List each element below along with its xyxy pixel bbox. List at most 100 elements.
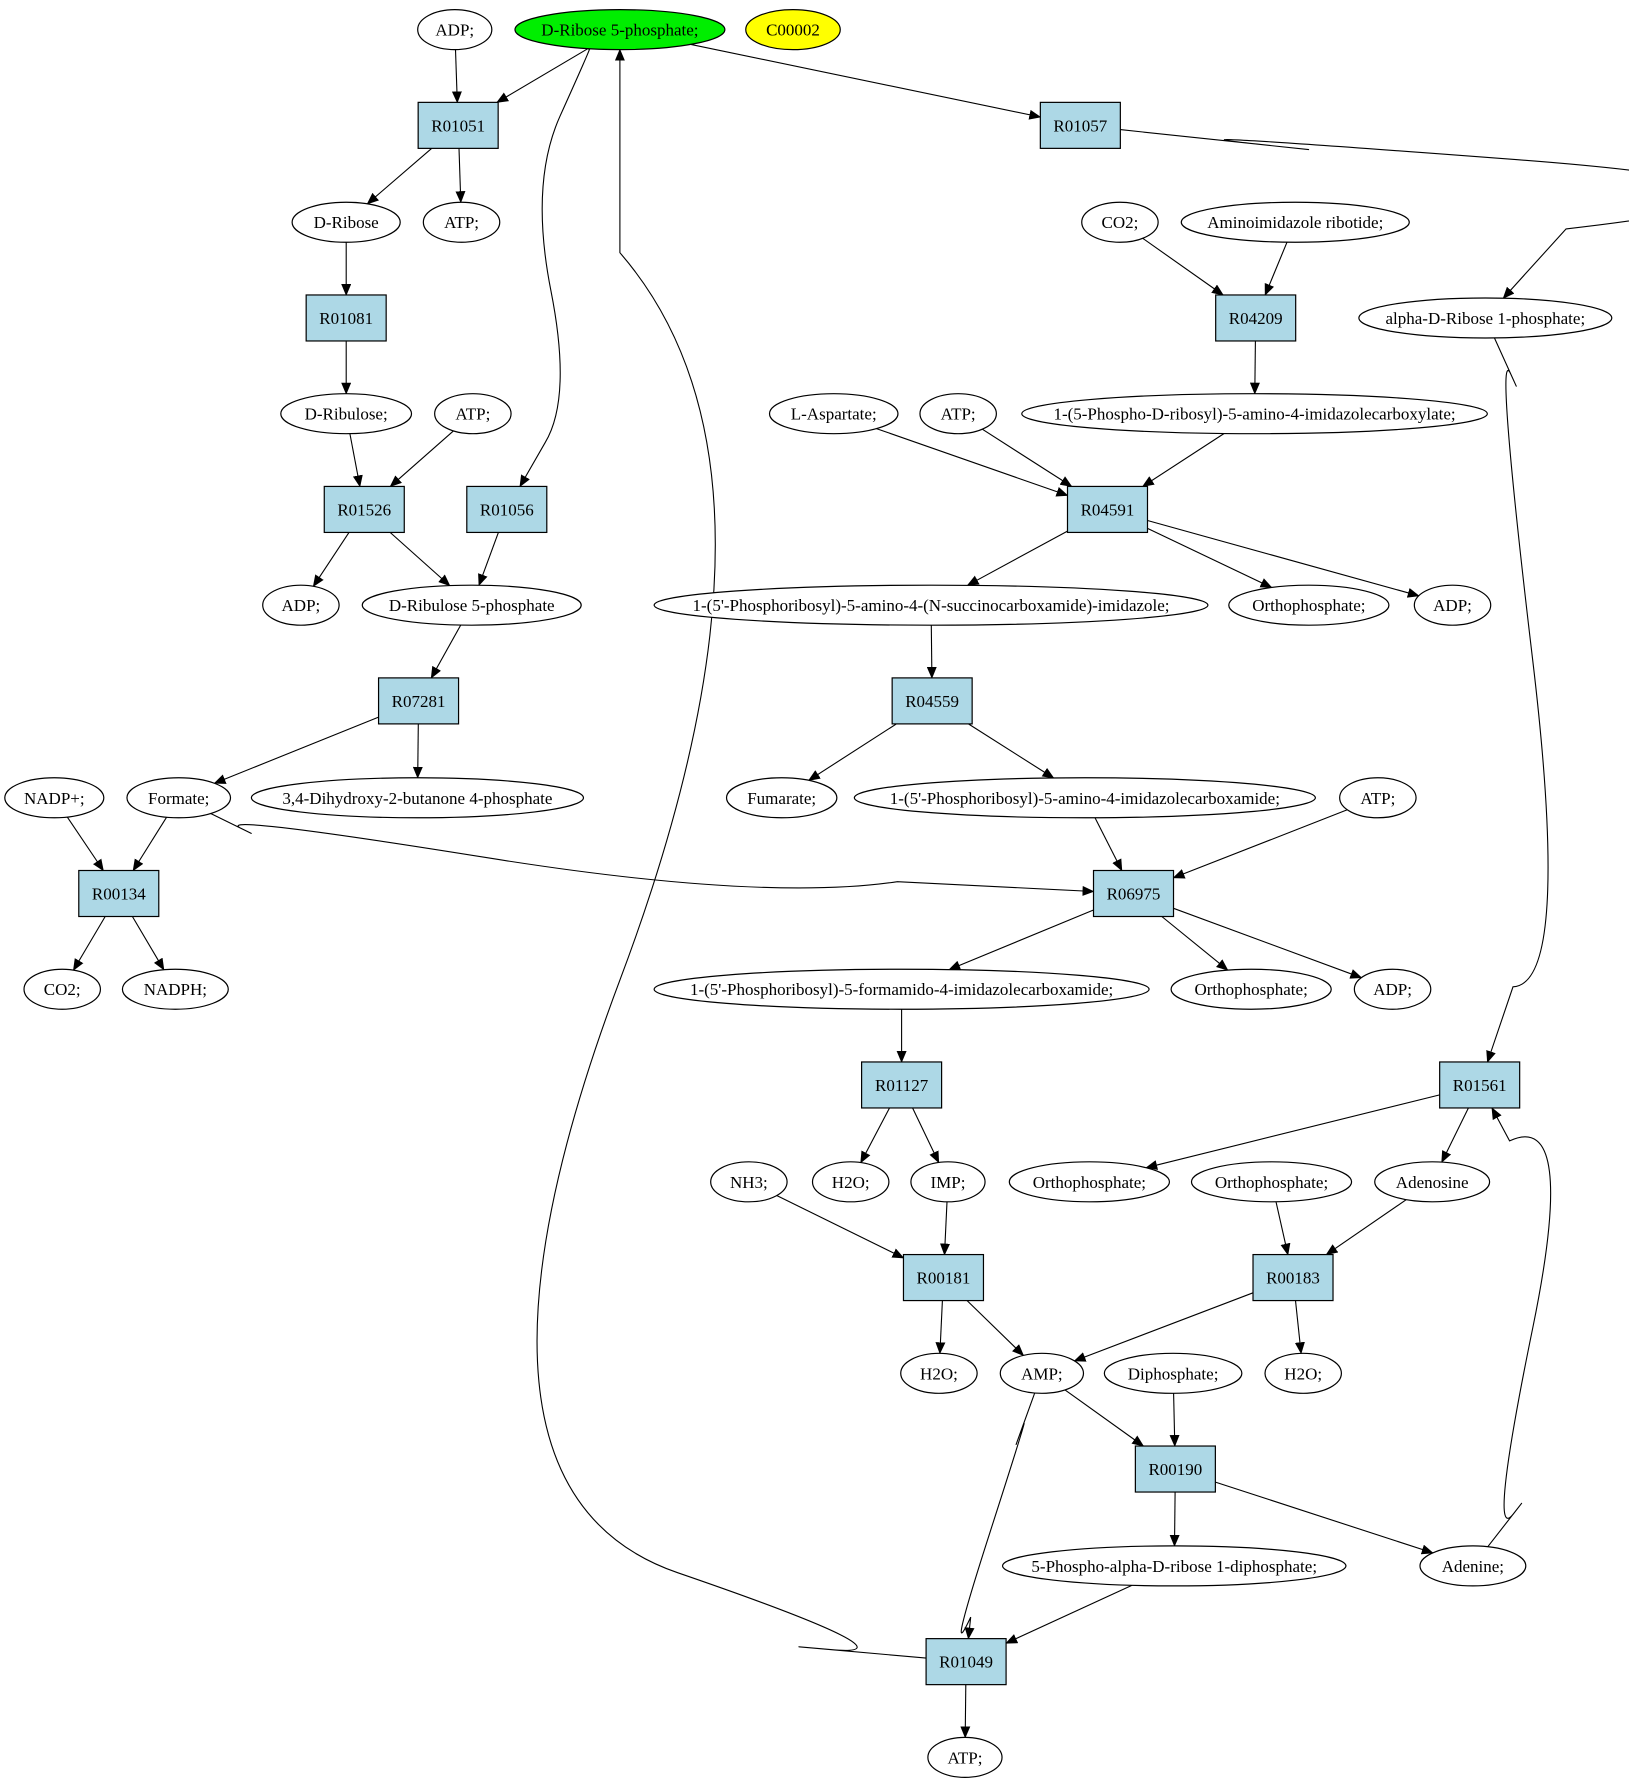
edge-r00181-to-c-amp — [966, 1300, 1025, 1357]
compound-node-fumarate[interactable]: Fumarate; — [725, 777, 838, 819]
compound-node-alpha-d-ribose-1-phosphate[interactable]: alpha-D-Ribose 1-phosphate; — [1358, 297, 1613, 339]
reaction-node-r04559[interactable]: R04559 — [891, 677, 973, 725]
compound-node-atp[interactable]: ATP; — [919, 393, 997, 435]
reaction-label: R06975 — [1107, 885, 1161, 904]
compound-ellipse — [422, 201, 501, 243]
reaction-node-r00183[interactable]: R00183 — [1252, 1253, 1334, 1302]
edge-c-dribulose-to-r01526 — [349, 433, 363, 488]
edge-r07281-to-c-dhbp — [412, 723, 423, 779]
reaction-node-r01056[interactable]: R01056 — [466, 485, 548, 534]
reaction-box — [1215, 294, 1297, 342]
compound-label: D-Ribulose 5-phosphate — [389, 596, 555, 615]
compound-node-co2[interactable]: CO2; — [1081, 201, 1159, 243]
compound-node-orthophosphate[interactable]: Orthophosphate; — [1228, 584, 1390, 626]
compound-label: ADP; — [435, 21, 474, 40]
compound-node-aminoimidazole-ribotide[interactable]: Aminoimidazole ribotide; — [1180, 201, 1410, 243]
compound-ellipse — [1190, 1161, 1353, 1203]
edge-c-nadp-to-r00134 — [66, 816, 104, 872]
compound-node-h2o[interactable]: H2O; — [900, 1352, 978, 1394]
reaction-node-r01526[interactable]: R01526 — [323, 485, 405, 534]
reaction-node-r04591[interactable]: R04591 — [1066, 485, 1149, 534]
compound-node-adenine[interactable]: Adenine; — [1419, 1545, 1527, 1587]
compound-label: D-Ribose 5-phosphate; — [541, 21, 698, 40]
edge-c-ppi-to-r00190 — [1169, 1393, 1180, 1447]
compound-node-adp[interactable]: ADP; — [1413, 584, 1492, 626]
compound-node-h2o[interactable]: H2O; — [811, 1161, 890, 1203]
compound-label: Fumarate; — [747, 789, 816, 808]
compound-node-atp[interactable]: ATP; — [434, 393, 512, 435]
edge-r04591-to-c-adp-3 — [1147, 519, 1420, 598]
compound-node-adp[interactable]: ADP; — [1353, 968, 1432, 1010]
compound-node-nadph[interactable]: NADPH; — [121, 968, 229, 1010]
compound-node-d-ribose-5-phosphate[interactable]: D-Ribose 5-phosphate; — [514, 9, 726, 51]
reaction-node-r01051[interactable]: R01051 — [417, 101, 499, 149]
compound-node-atp[interactable]: ATP; — [422, 201, 501, 243]
reaction-node-r01127[interactable]: R01127 — [861, 1061, 943, 1109]
compound-node-c00002[interactable]: C00002 — [745, 9, 841, 51]
reaction-label: R00183 — [1266, 1269, 1320, 1288]
compound-ellipse — [900, 1352, 978, 1394]
compound-node-nadp[interactable]: NADP+; — [4, 777, 105, 819]
compound-node-h2o[interactable]: H2O; — [1264, 1352, 1343, 1394]
edge-r06975-to-c-pi-2 — [1161, 916, 1229, 971]
compound-node-3-4-dihydroxy-2-butanone-4-phosphate[interactable]: 3,4-Dihydroxy-2-butanone 4-phosphate — [250, 777, 585, 819]
compound-node-d-ribulose-5-phosphate[interactable]: D-Ribulose 5-phosphate — [361, 584, 582, 626]
reaction-node-r00134[interactable]: R00134 — [78, 869, 160, 918]
edge-r04209-to-c-cair — [1249, 340, 1260, 395]
compound-node-1-5-phosphoribosyl-5-amino-4-imidazoleca[interactable]: 1-(5'-Phosphoribosyl)-5-amino-4-imidazol… — [853, 777, 1316, 819]
compound-label: ADP; — [282, 596, 321, 615]
reaction-node-r01081[interactable]: R01081 — [305, 294, 387, 342]
reaction-node-r04209[interactable]: R04209 — [1215, 294, 1297, 342]
compound-node-amp[interactable]: AMP; — [999, 1352, 1085, 1394]
compound-node-formate[interactable]: Formate; — [126, 777, 232, 819]
compound-node-atp[interactable]: ATP; — [927, 1736, 1003, 1778]
compound-ellipse — [4, 777, 105, 819]
edge-r06975-to-c-faicar — [948, 909, 1094, 971]
compound-label: Orthophosphate; — [1194, 980, 1307, 999]
reaction-node-r00190[interactable]: R00190 — [1134, 1445, 1216, 1493]
reaction-node-r07281[interactable]: R07281 — [377, 677, 460, 725]
compound-label: 5-Phospho-alpha-D-ribose 1-diphosphate; — [1031, 1557, 1317, 1576]
edge-c-saicar-to-r04559 — [926, 625, 937, 679]
edge-c-aicar-to-r06975 — [1094, 817, 1123, 872]
edge-c-r5p-to-r01056 — [519, 48, 591, 488]
compound-node-adp[interactable]: ADP; — [262, 584, 340, 626]
compound-node-adp[interactable]: ADP; — [417, 9, 493, 51]
compound-ellipse — [417, 9, 493, 51]
compound-node-l-aspartate[interactable]: L-Aspartate; — [768, 393, 899, 435]
edge-c-co2-2-to-r04209 — [1142, 237, 1224, 296]
compound-node-diphosphate[interactable]: Diphosphate; — [1103, 1352, 1243, 1394]
compound-node-adenosine[interactable]: Adenosine — [1374, 1161, 1491, 1203]
reaction-node-r01049[interactable]: R01049 — [925, 1638, 1007, 1686]
compound-ellipse — [1081, 201, 1159, 243]
compound-node-1-5-phosphoribosyl-5-amino-4-n-succinoca[interactable]: 1-(5'-Phosphoribosyl)-5-amino-4-(N-succi… — [653, 584, 1209, 626]
compound-node-orthophosphate[interactable]: Orthophosphate; — [1008, 1161, 1171, 1203]
edge-r00190-to-c-adenine — [1215, 1481, 1434, 1555]
compound-node-co2[interactable]: CO2; — [23, 968, 102, 1010]
compound-node-1-5-phosphoribosyl-5-formamido-4-imidazo[interactable]: 1-(5'-Phosphoribosyl)-5-formamido-4-imid… — [653, 968, 1150, 1010]
reaction-label: R01051 — [431, 116, 485, 135]
edge-c-amp-to-r01049 — [960, 1392, 1036, 1640]
compound-node-atp[interactable]: ATP; — [1339, 777, 1417, 819]
compound-node-1-5-phospho-d-ribosyl-5-amino-4-imidazol[interactable]: 1-(5-Phospho-D-ribosyl)-5-amino-4-imidaz… — [1021, 393, 1488, 435]
reaction-node-r01561[interactable]: R01561 — [1439, 1061, 1521, 1109]
edge-c-imp-to-r00181 — [940, 1201, 951, 1256]
compound-label: ADP; — [1373, 980, 1412, 999]
compound-node-5-phospho-alpha-d-ribose-1-diphosphate[interactable]: 5-Phospho-alpha-D-ribose 1-diphosphate; — [1001, 1545, 1347, 1587]
compound-node-d-ribose[interactable]: D-Ribose — [291, 201, 401, 243]
reaction-node-r00181[interactable]: R00181 — [902, 1253, 985, 1302]
reaction-box — [1439, 1061, 1521, 1109]
compound-node-orthophosphate[interactable]: Orthophosphate; — [1190, 1161, 1353, 1203]
compound-node-orthophosphate[interactable]: Orthophosphate; — [1170, 968, 1332, 1010]
reaction-node-r06975[interactable]: R06975 — [1092, 869, 1175, 918]
compound-node-d-ribulose[interactable]: D-Ribulose; — [280, 393, 413, 435]
reaction-node-r01057[interactable]: R01057 — [1039, 101, 1121, 149]
compound-ellipse — [768, 393, 899, 435]
edge-c-atp-3-to-r04591 — [982, 428, 1073, 487]
edge-r07281-to-c-formate — [213, 716, 379, 784]
edge-r01056-to-c-ru5p — [478, 532, 499, 587]
compound-node-imp[interactable]: IMP; — [910, 1161, 986, 1203]
compound-node-nh3[interactable]: NH3; — [710, 1161, 788, 1203]
compound-label: ATP; — [455, 405, 490, 424]
